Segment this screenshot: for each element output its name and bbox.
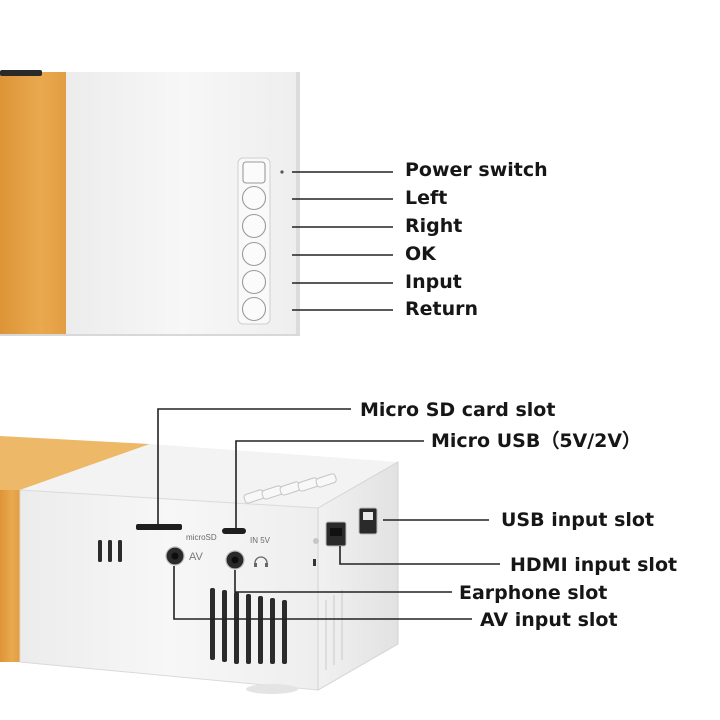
bottom-vent (210, 588, 287, 664)
label-ok: OK (405, 243, 436, 265)
label-av-input-slot: AV input slot (480, 609, 618, 631)
bottom-callout-lines (157, 408, 500, 620)
top-callout-lines (292, 171, 393, 311)
microsd-slot[interactable] (136, 524, 182, 530)
ir-sensor (313, 538, 319, 544)
callout-line-microsd (157, 408, 351, 524)
av-marking: AV (189, 551, 204, 563)
label-micro-usb: Micro USB（5V/2V） (431, 430, 642, 452)
headphone-icon (254, 556, 268, 567)
reset-pin (313, 559, 316, 566)
callout-line-av (173, 566, 472, 620)
micro-usb-power-port[interactable] (222, 528, 246, 534)
top-buttons-perspective (243, 473, 337, 504)
side-vent (325, 590, 343, 670)
projector-top-view (0, 70, 393, 336)
label-earphone-slot: Earphone slot (459, 582, 608, 604)
label-right: Right (405, 215, 463, 237)
return-button[interactable] (241, 296, 267, 322)
usb-port[interactable] (358, 507, 378, 535)
callout-line-earphone (234, 570, 452, 593)
control-button-strip (237, 157, 284, 325)
hdmi-port[interactable] (325, 521, 347, 547)
callout-line-hdmi (339, 546, 500, 565)
callout-line-micro-usb (235, 440, 424, 528)
microsd-marking: microSD (186, 533, 217, 542)
label-micro-sd-card-slot: Micro SD card slot (360, 399, 556, 421)
power-switch-button[interactable] (242, 161, 266, 184)
label-hdmi-input-slot: HDMI input slot (510, 554, 678, 576)
left-button[interactable] (241, 185, 267, 211)
left-vent (98, 540, 122, 562)
label-left: Left (405, 187, 448, 209)
white-side-face (317, 461, 399, 691)
projector-back-view: microSD IN 5V AV (0, 408, 500, 694)
front-foot (246, 684, 298, 694)
input-button[interactable] (241, 269, 267, 295)
right-button[interactable] (241, 213, 267, 239)
label-input: Input (405, 271, 462, 293)
label-power-switch: Power switch (405, 159, 548, 181)
power-indicator-dot (280, 170, 284, 174)
top-dark-lip (0, 70, 42, 76)
label-usb-input-slot: USB input slot (501, 509, 655, 531)
top-orange-section (0, 72, 68, 336)
power-in-marking: IN 5V (250, 536, 271, 545)
ok-button[interactable] (241, 241, 267, 267)
label-return: Return (405, 298, 479, 320)
white-top-surface (20, 444, 398, 508)
orange-side-section (0, 490, 20, 662)
orange-top-surface (0, 436, 150, 490)
